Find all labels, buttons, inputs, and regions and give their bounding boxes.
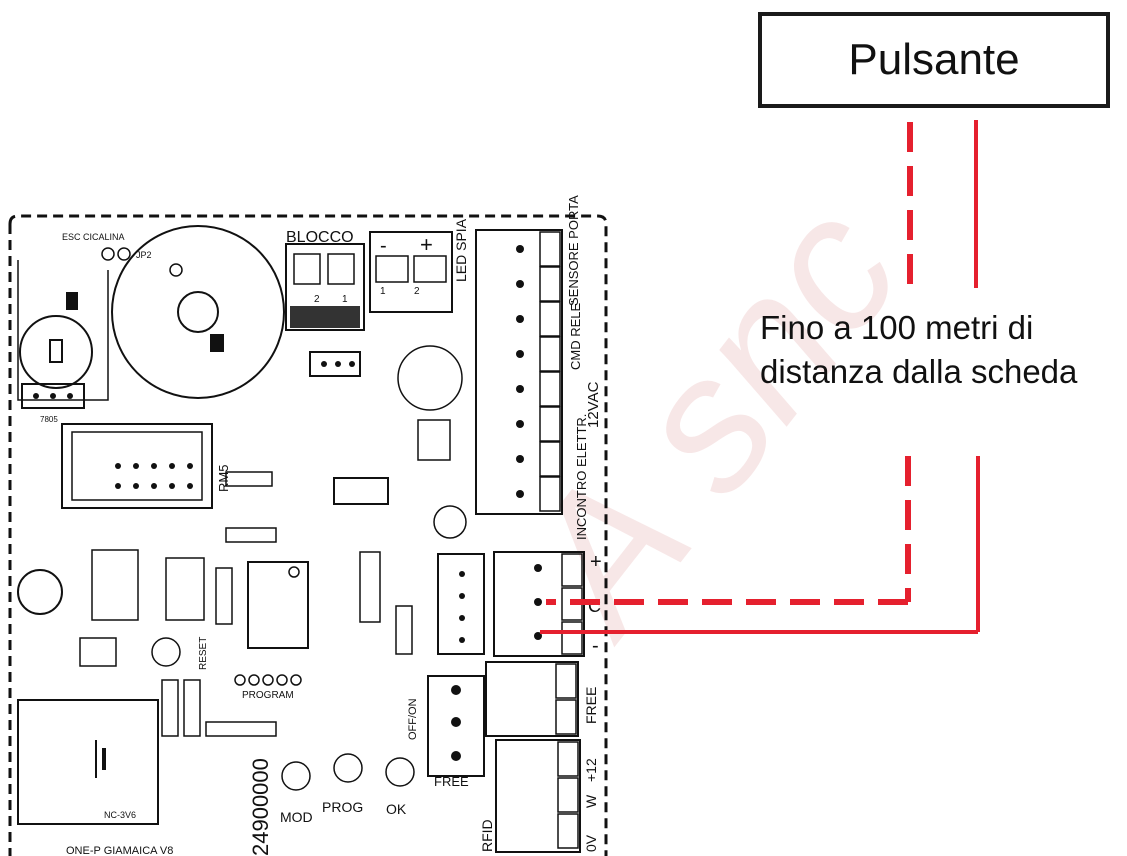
board-outline — [8, 214, 608, 856]
main-terminal-block — [475, 229, 563, 515]
blocco-minus: - — [380, 235, 387, 257]
relay-circle — [397, 345, 463, 411]
ic-chip — [247, 561, 309, 649]
blocco-terminal — [285, 243, 365, 331]
battery-holder — [17, 699, 159, 825]
left-panel-outline — [17, 260, 109, 401]
rfid-terminal — [495, 739, 581, 853]
connector-3pin — [309, 351, 361, 377]
smd-part-1 — [66, 292, 78, 310]
label-minus: - — [592, 635, 599, 657]
label-nc3v6: NC-3V6 — [104, 810, 136, 820]
label-off-on: OFF/ON — [407, 698, 419, 740]
label-ok: OK — [386, 801, 407, 817]
component-box — [165, 557, 205, 621]
distance-note-line2: distanza dalla scheda — [760, 353, 1078, 390]
label-plus: + — [590, 551, 602, 573]
capacitor-small — [17, 569, 63, 615]
mod-button — [281, 761, 311, 791]
ok-button — [385, 757, 415, 787]
label-reset: RESET — [198, 637, 209, 670]
buzzer-circle — [111, 225, 285, 399]
svg-text:1: 1 — [380, 286, 386, 297]
svg-text:2: 2 — [414, 286, 420, 297]
blocco-plus: + — [420, 232, 433, 257]
label-program: PROGRAM — [242, 690, 294, 701]
label-0v: 0V — [583, 834, 599, 852]
label-free-right: FREE — [583, 687, 599, 724]
capacitor-circle — [19, 315, 93, 389]
board-name: ONE-P GIAMAICA V8 — [66, 845, 173, 856]
pulsante-label: Pulsante — [848, 35, 1020, 84]
label-sensore: SENSORE PORTA — [566, 195, 581, 306]
program-header — [234, 674, 302, 686]
label-mod: MOD — [280, 809, 313, 825]
label-cmd-rele: CMD RELE' — [568, 300, 583, 370]
connector-3pin-b — [333, 477, 389, 505]
label-incontro: INCONTRO ELETTR. — [574, 414, 589, 540]
reset-button — [151, 637, 181, 667]
terminal-screws-top — [516, 231, 561, 512]
label-blocco: BLOCCO — [286, 229, 354, 246]
free-terminal-mid — [427, 675, 485, 777]
label-plus12: +12 — [583, 758, 599, 782]
label-free-mid: FREE — [434, 774, 469, 789]
label-rfid: RFID — [479, 819, 495, 852]
label-led-spia: LED SPIA — [453, 218, 469, 282]
svg-text:1: 1 — [342, 294, 348, 305]
trimmer — [79, 637, 117, 667]
connector-4pin — [437, 553, 485, 655]
label-prog: PROG — [322, 799, 363, 815]
distance-note: Fino a 100 metri di distanza dalla sched… — [760, 306, 1127, 394]
label-jp2: JP2 — [136, 250, 152, 260]
label-7805: 7805 — [40, 415, 58, 424]
led-spia-terminal — [369, 231, 453, 313]
capacitor-mark — [49, 339, 63, 363]
rm5-connector — [61, 423, 213, 509]
led-circle — [433, 505, 467, 539]
pulsante-box: Pulsante — [758, 12, 1110, 108]
buzzer-center — [177, 291, 219, 333]
free-terminal — [485, 661, 579, 737]
label-12vac: 12VAC — [585, 381, 602, 428]
buzzer-part — [210, 334, 224, 352]
prog-button — [333, 753, 363, 783]
resistor-block — [417, 419, 451, 461]
board-code: 24900000 — [248, 758, 273, 856]
regulator-7805 — [21, 383, 85, 409]
distance-note-line1: Fino a 100 metri di — [760, 309, 1034, 346]
buzzer-screw — [169, 263, 183, 277]
ic-socket — [91, 549, 139, 621]
label-esc-cicalina: ESC CICALINA — [62, 232, 125, 242]
label-w: W — [583, 794, 599, 808]
svg-text:2: 2 — [314, 294, 320, 305]
